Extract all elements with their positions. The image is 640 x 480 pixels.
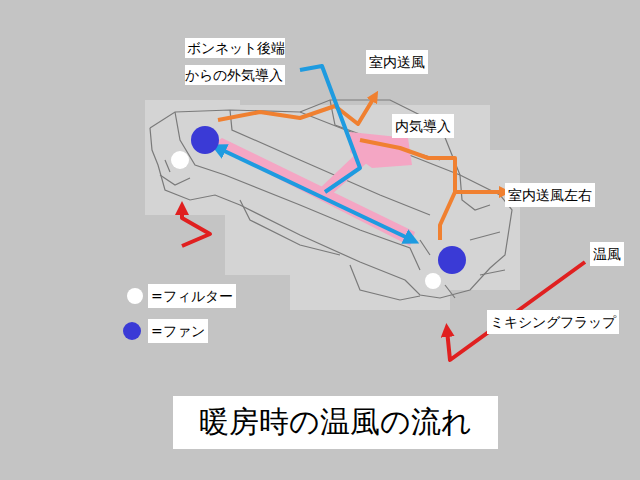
annotation-label: 室内送風: [366, 50, 428, 74]
hvac-housing: [150, 100, 512, 300]
fan-symbol: [191, 126, 466, 274]
legend-label: =ファン: [148, 319, 208, 343]
annotation-label: 内気導入: [392, 114, 454, 138]
annotation-label: 室内送風左右: [505, 183, 595, 207]
filter-symbol: [171, 151, 441, 289]
blue-airflow: [218, 66, 412, 240]
annotation-label: ボンネット後端 からの外気導入: [182, 33, 290, 91]
illustration-panel: [145, 100, 520, 310]
pink-airflow: [212, 132, 415, 246]
legend-label: =フィルター: [148, 284, 236, 308]
diagram-title: 暖房時の温風の流れ: [173, 396, 498, 449]
red-arrow: [182, 208, 585, 360]
legend-swatch: [123, 322, 141, 340]
annotation-label: ミキシングフラップ: [487, 310, 619, 334]
legend-swatch: [127, 288, 143, 304]
annotation-label: 温風: [590, 242, 624, 266]
